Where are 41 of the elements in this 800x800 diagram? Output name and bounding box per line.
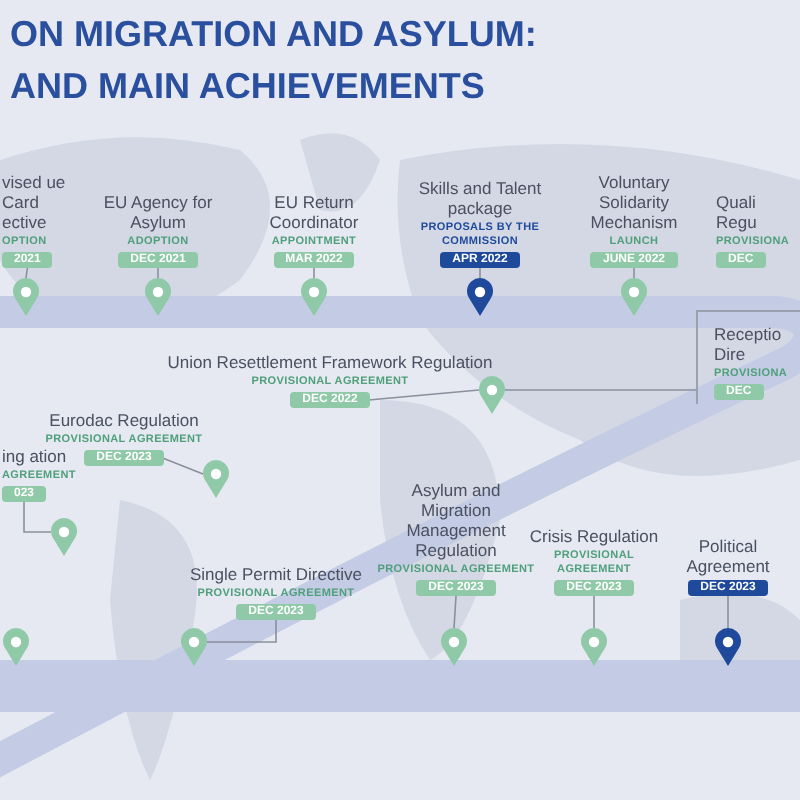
location-pin [202,460,230,498]
location-pin [144,278,172,316]
leader-line [367,389,480,401]
leader-line [453,595,457,629]
milestone-title: ing ation [2,445,67,465]
milestone-title: Crisis Regulation [529,526,659,546]
location-pin [300,278,328,316]
location-pin [2,628,30,666]
callout-box [696,309,800,404]
leader-line [313,267,315,279]
location-pin [714,628,742,666]
leader-line [593,595,595,629]
milestone-title: Skills and Talent package [416,178,544,218]
milestone-title: vised ue Card ective [2,171,68,231]
leader-line [23,501,52,533]
milestone-title: Single Permit Directive [190,563,362,583]
leader-line [157,267,159,279]
location-pin [580,628,608,666]
location-pin [620,278,648,316]
location-pin [50,518,78,556]
leader-line [633,267,635,279]
location-pin [478,376,506,414]
location-pin [12,278,40,316]
milestone-title: Receptio Dire [714,323,784,363]
location-pin [466,278,494,316]
leader-line [206,619,277,643]
location-pin [180,628,208,666]
milestone-title: Quali Regu [716,191,759,231]
leader-line [504,389,698,391]
milestone-title: Eurodac Regulation [49,409,199,429]
location-pin [440,628,468,666]
milestone-title: Political Agreement [684,536,772,576]
leader-line [25,267,29,279]
leader-line [479,267,481,279]
milestone-title: EU Return Coordinator [267,191,361,231]
leader-line [161,457,204,475]
milestone-title: Voluntary Solidarity Mechanism [588,171,680,231]
milestone-title: Union Resettlement Framework Regulation [167,351,493,371]
title: ON MIGRATION AND ASYLUM: AND MAIN ACHIEVEMENTS [10,12,539,110]
leader-line [727,595,729,629]
milestone-title: EU Agency for Asylum [101,191,215,231]
